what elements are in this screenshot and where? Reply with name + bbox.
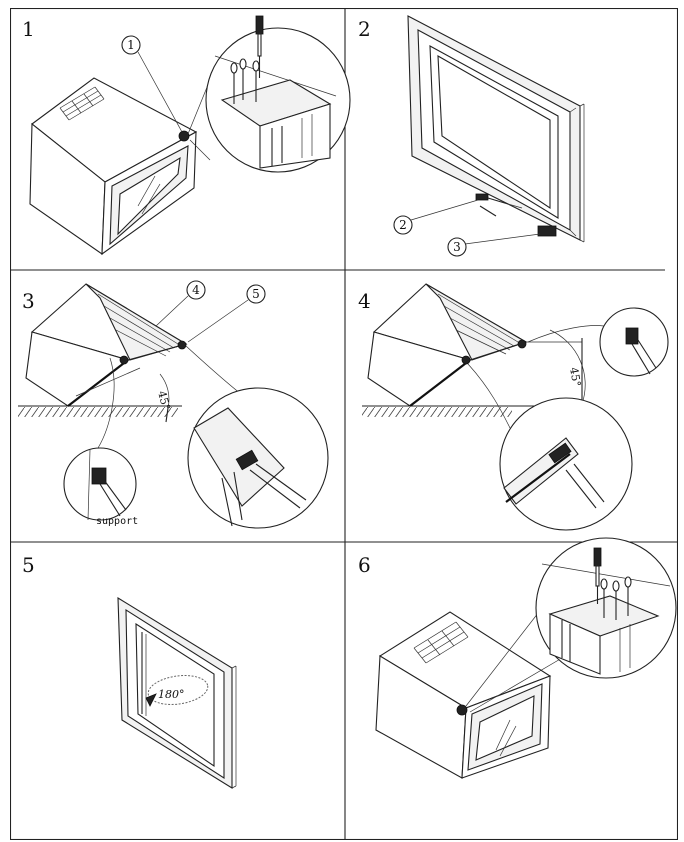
panel-4: 4 45° (358, 283, 669, 531)
hinge-detail (185, 345, 329, 529)
step-number: 3 (22, 289, 35, 313)
hinge-detail (467, 363, 633, 531)
callout-4: 4 (155, 280, 206, 327)
callout-2: 2 (393, 199, 479, 235)
tilted-cabinet (25, 283, 188, 407)
step-number: 2 (358, 17, 371, 41)
callout-1: 1 (121, 35, 183, 133)
svg-text:4: 4 (192, 283, 200, 297)
door-drawing (117, 596, 237, 789)
callout-3: 3 (447, 233, 541, 257)
panel-3: 3 45° 4 5 (18, 280, 329, 529)
door-drawing (407, 15, 585, 243)
callout-5: 5 (187, 284, 266, 343)
ground-hatch (18, 407, 178, 417)
svg-text:1: 1 (127, 38, 135, 52)
tilted-cabinet (367, 283, 528, 407)
panel-5: 5 180° (22, 553, 237, 789)
angle-label: 45° (155, 389, 173, 411)
instruction-diagram: 1 1 (10, 8, 678, 840)
detail-magnifier (187, 15, 351, 173)
support-detail: support (63, 357, 138, 527)
step-number: 1 (22, 17, 35, 41)
step-number: 4 (358, 289, 371, 313)
cabinet-drawing (29, 77, 198, 256)
svg-text:2: 2 (399, 218, 407, 232)
pin-detail (527, 307, 669, 377)
panel-6: 6 (358, 537, 677, 779)
panel-2: 2 2 3 (358, 15, 585, 257)
ground-hatch (362, 407, 512, 417)
rotation-arrow: 180° (145, 675, 209, 707)
panel-grid (10, 8, 678, 840)
panel-1: 1 1 (22, 15, 351, 256)
detail-magnifier (465, 537, 677, 713)
support-label: support (96, 516, 138, 527)
step-number: 5 (22, 553, 35, 577)
rotation-label: 180° (158, 688, 185, 701)
step-number: 6 (358, 553, 371, 577)
instruction-sheet: 1 1 (10, 8, 678, 840)
svg-text:5: 5 (252, 287, 260, 301)
svg-text:3: 3 (453, 240, 461, 254)
cabinet-drawing (375, 611, 552, 779)
angle-label: 45° (567, 366, 583, 387)
